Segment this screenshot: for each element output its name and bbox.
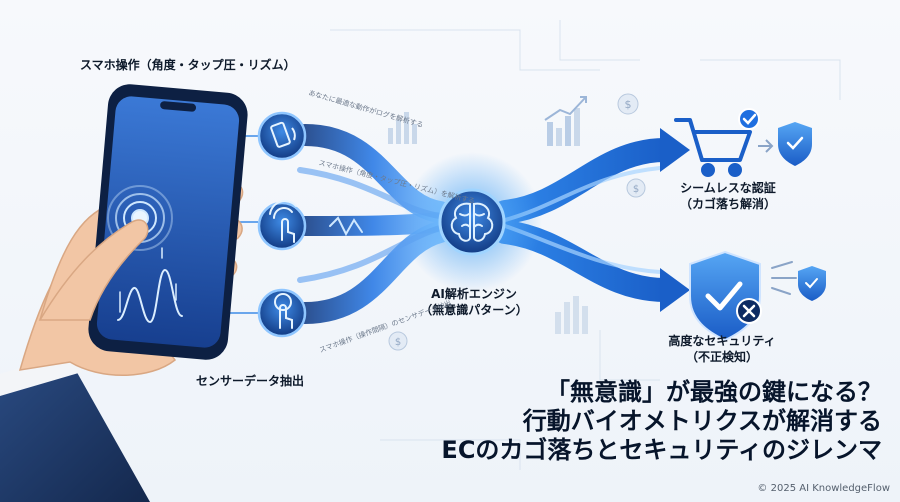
headline-line3: ECのカゴ落ちとセキュリティのジレンマ bbox=[441, 436, 882, 464]
phone-operation-label: スマホ操作（角度・タップ圧・リズム） bbox=[80, 58, 296, 72]
shield-check-icon bbox=[689, 250, 761, 342]
copyright: © 2025 AI KnowledgeFlow bbox=[757, 483, 890, 494]
seamless-auth-label-line1: シームレスな認証 bbox=[680, 181, 776, 195]
coin-icon-2: $ bbox=[626, 178, 646, 198]
coin-icon-1: $ bbox=[617, 93, 639, 115]
sensor-node-1 bbox=[257, 111, 307, 161]
background-circuit-lines bbox=[330, 20, 841, 470]
rhythm-wave-chart bbox=[117, 247, 183, 324]
seamless-auth-label-line2: （カゴ落ち解消） bbox=[679, 197, 777, 212]
ai-engine-label-line1: AI解析エンジン bbox=[431, 287, 517, 301]
phone-tilt-icon bbox=[270, 121, 296, 148]
speed-lines bbox=[771, 261, 797, 295]
brain-icon bbox=[450, 202, 494, 242]
headline-line2: 行動バイオメトリクスが解消する bbox=[522, 407, 882, 435]
ai-engine-label-line2: （無意識パターン） bbox=[420, 303, 528, 318]
small-shield-check-icon-2 bbox=[798, 266, 826, 301]
sensor-node-3 bbox=[257, 288, 307, 338]
sensor-extract-label: センサーデータ抽出 bbox=[196, 374, 305, 388]
security-label-line2: （不正検知） bbox=[685, 350, 758, 365]
ai-engine-label: AI解析エンジン （無意識パターン） bbox=[420, 286, 527, 318]
svg-text:$: $ bbox=[633, 184, 639, 195]
svg-text:$: $ bbox=[395, 337, 401, 348]
security-label-line1: 高度なセキュリティ bbox=[668, 334, 776, 348]
cart-check-badge bbox=[738, 108, 760, 130]
shopping-cart-icon bbox=[674, 118, 752, 177]
bar-chart-icon-1 bbox=[388, 112, 417, 144]
smartphone bbox=[88, 84, 248, 360]
svg-text:$: $ bbox=[625, 98, 632, 111]
security-label: 高度なセキュリティ （不正検知） bbox=[668, 333, 775, 365]
tap-pressure-icon bbox=[269, 200, 297, 243]
headline: 「無意識」が最強の鍵になる？ 行動バイオメトリクスが解消する ECのカゴ落ちとセ… bbox=[441, 378, 882, 465]
tap-rhythm-icon bbox=[274, 293, 293, 329]
arrow-to-shield bbox=[758, 139, 774, 153]
headline-line1: 「無意識」が最強の鍵になる？ bbox=[546, 378, 882, 406]
block-x-badge bbox=[736, 298, 762, 324]
thumb bbox=[38, 219, 149, 321]
ai-engine-node bbox=[438, 188, 506, 256]
seamless-auth-label: シームレスな認証 （カゴ落ち解消） bbox=[680, 180, 776, 212]
small-shield-check-icon bbox=[778, 122, 812, 166]
coin-icon-3: $ bbox=[388, 331, 408, 351]
output-arrowheads bbox=[660, 128, 690, 312]
bar-chart-icon-2 bbox=[544, 96, 587, 146]
bar-chart-icon-3 bbox=[555, 296, 588, 334]
